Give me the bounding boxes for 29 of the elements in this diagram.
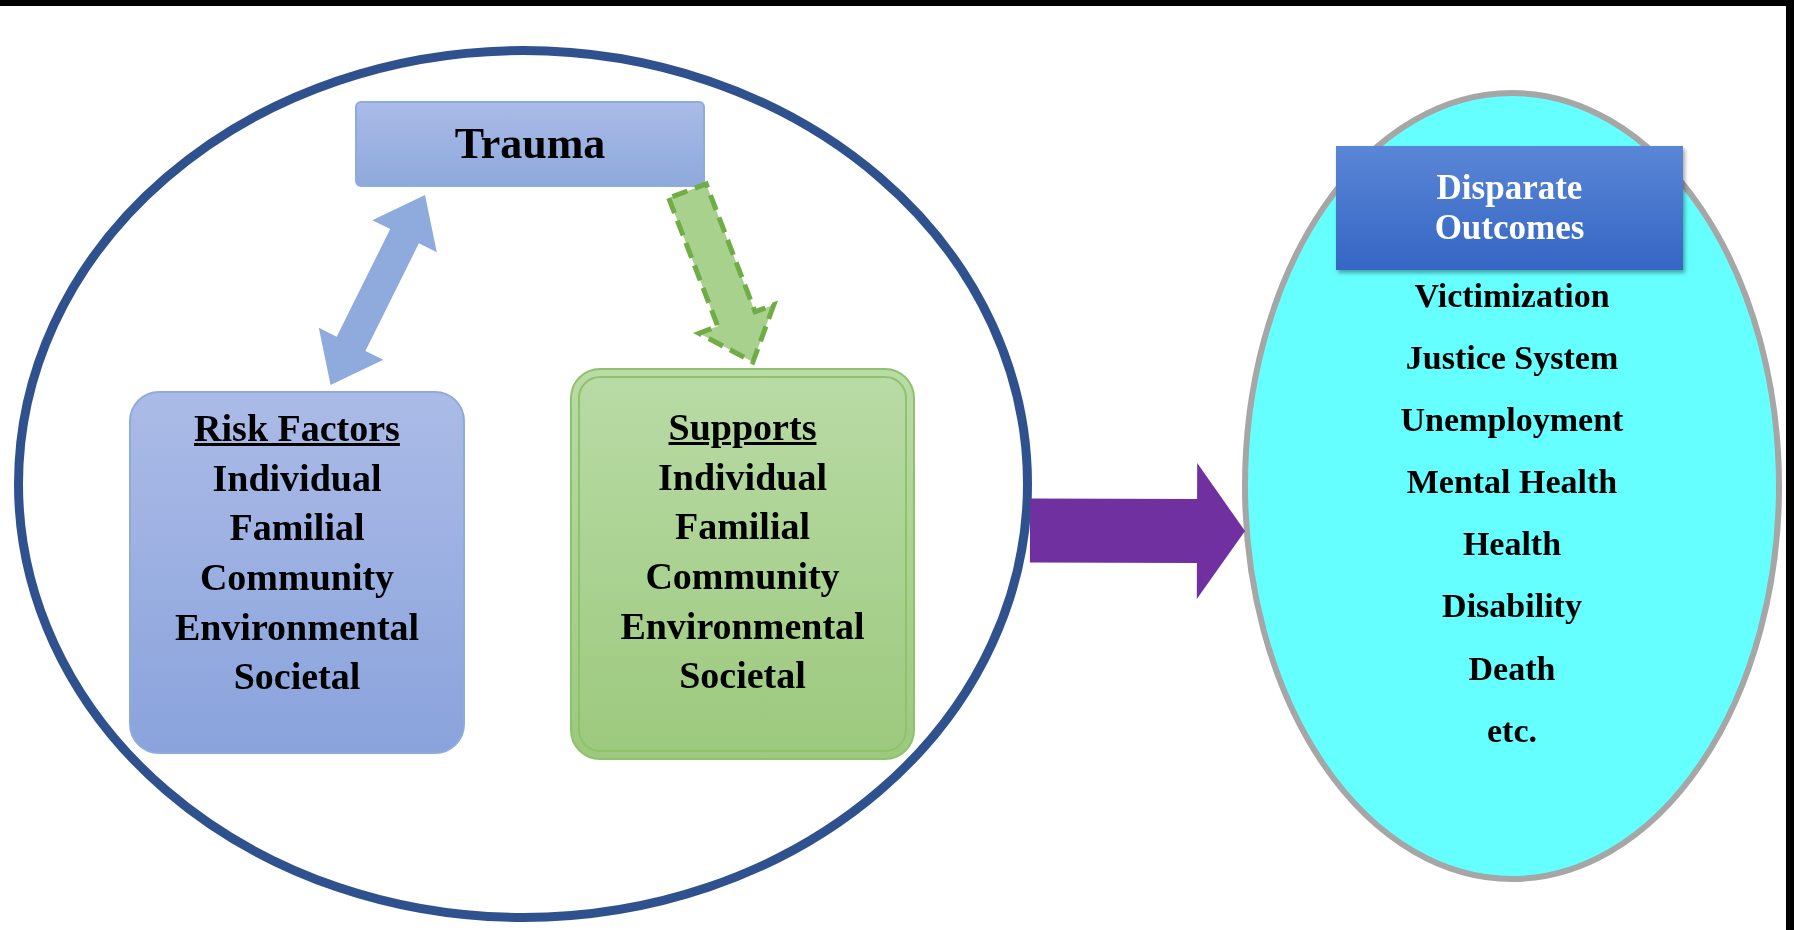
list-item: Environmental (620, 604, 865, 649)
box-title: Disparate Outcomes (1433, 167, 1586, 249)
list-item: Mental Health (1406, 462, 1618, 502)
list-item: Familial (674, 505, 811, 550)
block-arrow (1029, 463, 1245, 599)
box-title: Trauma (454, 118, 606, 170)
double-block-arrow (318, 195, 437, 385)
list-item: Individual (212, 456, 382, 501)
list-item: Disability (1442, 586, 1582, 626)
list-item: Environmental (174, 605, 420, 650)
list-item: Death (1468, 648, 1556, 688)
list-item: Community (199, 556, 395, 600)
process-box (570, 368, 915, 760)
list-item: Individual (658, 455, 827, 500)
box-heading: Risk Factors (194, 407, 400, 451)
list-item: Societal (233, 655, 361, 700)
list-item: Justice System (1405, 338, 1619, 378)
list-item: Unemployment (1400, 400, 1624, 440)
list-item: Victimization (1414, 276, 1610, 316)
header-box (1336, 146, 1683, 270)
list-item: etc. (1487, 710, 1537, 750)
box-heading: Supports (668, 406, 817, 450)
list-item: Health (1462, 524, 1562, 564)
list-item: Familial (229, 506, 365, 551)
process-box (355, 101, 705, 187)
process-box (129, 391, 465, 754)
list-item: Societal (679, 654, 806, 699)
dashed-block-arrow (665, 180, 779, 366)
list-item: Community (645, 555, 840, 599)
